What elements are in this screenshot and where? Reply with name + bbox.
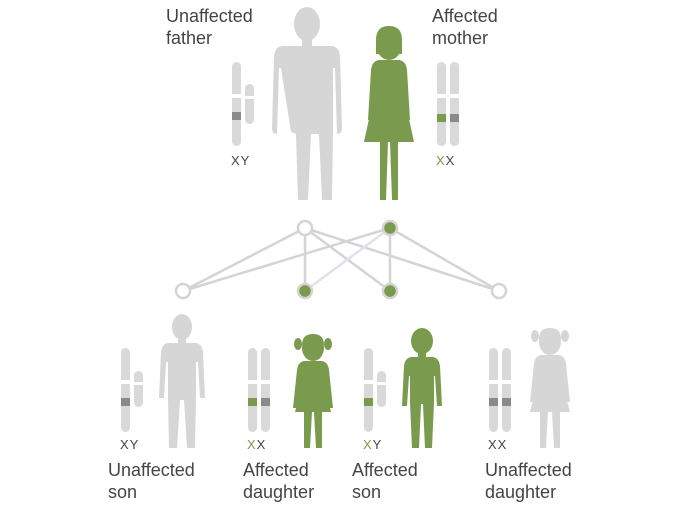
line-father-son (182, 226, 306, 293)
affected-son-figure (402, 328, 442, 448)
right-pigtail (324, 338, 332, 350)
mother-x-chromosome (450, 62, 459, 146)
father-figure (272, 7, 342, 200)
unaffected-daughter-chromosomes (489, 348, 511, 432)
mother-chromosome-label: XX (436, 153, 455, 168)
line-mother-unaffected-daughter (389, 226, 500, 293)
father-chromosomes (232, 62, 254, 146)
inheritance-lines (182, 226, 500, 293)
father-node (296, 219, 314, 237)
affected-daughter-node (296, 282, 314, 300)
line-mother-daughter (304, 226, 391, 293)
father-x-chromosome (232, 62, 241, 146)
line-father-unaffected-daughter (304, 226, 500, 293)
mother-node (381, 219, 399, 237)
unaffected-daughter-chromosome-label: XX (488, 437, 507, 452)
affected-daughter-figure (293, 334, 333, 448)
father-y-chromosome (245, 84, 254, 124)
father-chromosome-label: XY (231, 153, 250, 168)
affected-son-chromosome-label: XY (363, 437, 382, 452)
mother-chromosomes (437, 62, 459, 146)
mother-x-chromosome-affected (437, 62, 446, 146)
affected-son-chromosomes (364, 348, 386, 432)
affected-daughter-chromosome-label: XX (247, 437, 266, 452)
mother-figure (364, 26, 414, 200)
unaffected-son-figure (159, 314, 205, 448)
unaffected-daughter-node (490, 282, 508, 300)
affected-son-node (381, 282, 399, 300)
line-mother-son (182, 226, 391, 293)
son-node (174, 282, 192, 300)
unaffected-daughter-figure (530, 328, 570, 448)
affected-daughter-chromosomes (248, 348, 270, 432)
unaffected-son-chromosome-label: XY (120, 437, 139, 452)
left-pigtail (294, 338, 302, 350)
unaffected-son-chromosomes (121, 348, 143, 432)
